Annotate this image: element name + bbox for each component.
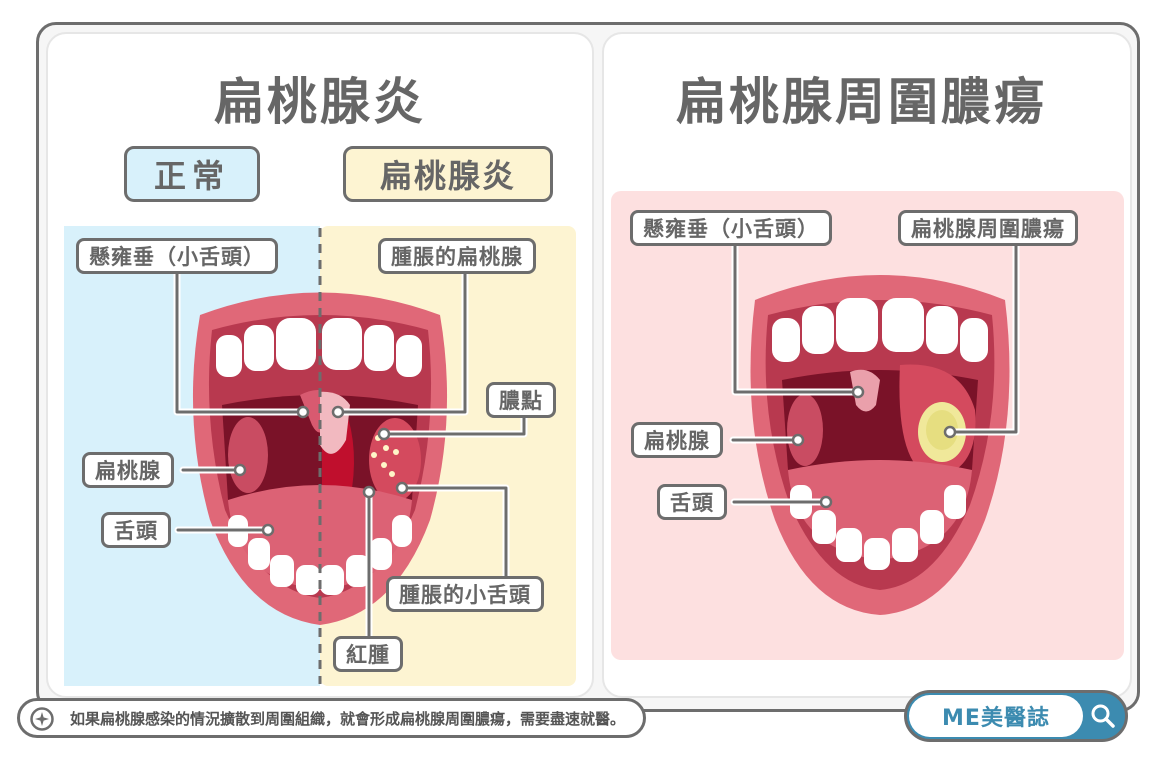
inflamed-state-label: 扁桃腺炎	[343, 146, 553, 202]
brand-search-bar[interactable]: ME美醫誌	[904, 690, 1128, 742]
sparkle-icon	[30, 707, 54, 731]
search-icon[interactable]	[1089, 702, 1117, 730]
caption-note: 如果扁桃腺感染的情況擴散到周圍組織，就會形成扁桃腺周圍膿瘍，需要盡速就醫。	[17, 698, 647, 738]
right-mouth	[750, 275, 1010, 615]
label-tonsil-left: 扁桃腺	[82, 452, 174, 488]
caption-text: 如果扁桃腺感染的情況擴散到周圍組織，就會形成扁桃腺周圍膿瘍，需要盡速就醫。	[70, 709, 626, 728]
label-abscess: 扁桃腺周圍膿瘍	[898, 210, 1078, 246]
label-tonsil-right: 扁桃腺	[631, 422, 723, 458]
label-swollen-tonsil: 腫脹的扁桃腺	[378, 238, 536, 274]
label-tongue-left: 舌頭	[101, 512, 171, 548]
label-uvula-normal: 懸雍垂（小舌頭）	[76, 238, 278, 274]
label-pus-spots: 膿點	[486, 382, 556, 418]
label-swollen-uvula: 腫脹的小舌頭	[386, 576, 544, 612]
label-uvula-right: 懸雍垂（小舌頭）	[630, 210, 832, 246]
label-redness: 紅腫	[333, 636, 403, 672]
leader-lines	[173, 241, 1020, 642]
right-panel-title: 扁桃腺周圍膿瘍	[676, 73, 1047, 131]
normal-state-label: 正常	[124, 146, 260, 202]
label-tongue-right: 舌頭	[657, 484, 727, 520]
left-panel-title: 扁桃腺炎	[214, 73, 426, 131]
brand-name: ME美醫誌	[909, 695, 1083, 737]
